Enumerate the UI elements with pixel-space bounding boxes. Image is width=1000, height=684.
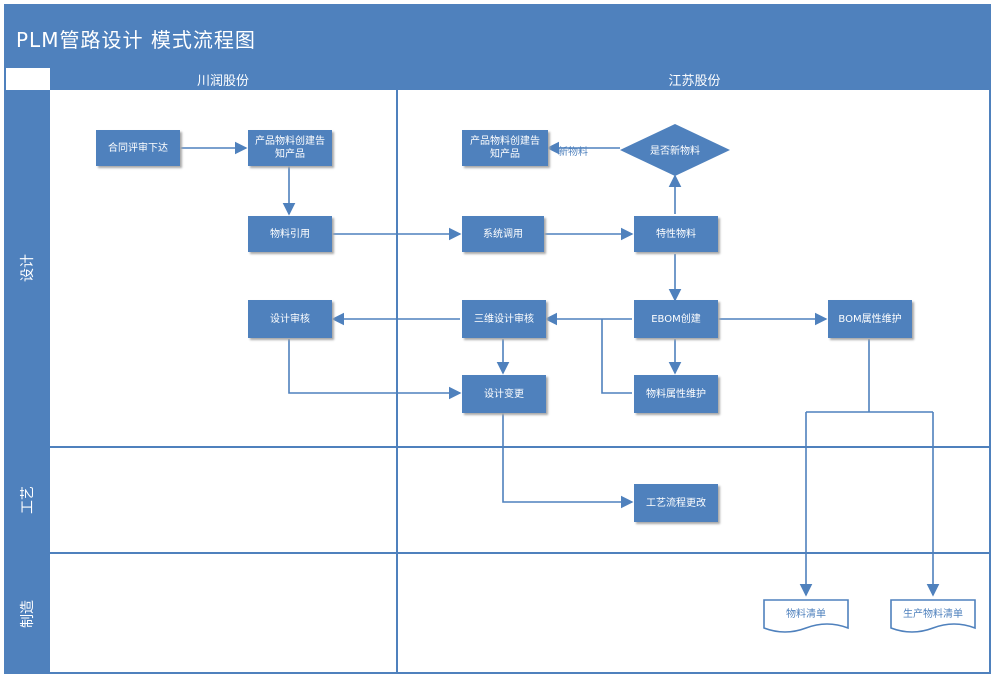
node-special-material: 特性物料 <box>634 216 718 252</box>
column-header-1: 川润股份 <box>50 68 396 90</box>
node-process-change: 工艺流程更改 <box>634 484 718 522</box>
node-3d-design-review: 三维设计审核 <box>462 300 546 338</box>
diagram-frame <box>4 4 991 674</box>
node-system-call: 系统调用 <box>462 216 544 252</box>
edge-n11-back <box>601 319 632 394</box>
node-material-attribute: 物料属性维护 <box>634 375 718 413</box>
column-divider <box>396 68 398 674</box>
lane-divider-1 <box>4 446 991 448</box>
node-material-create-2: 产品物料创建告知产品 <box>462 130 548 166</box>
decision-label: 是否新物料 <box>650 144 700 157</box>
edge-label-new-material: 新物料 <box>558 147 588 158</box>
diagram-title: PLM管路设计 模式流程图 <box>16 28 256 52</box>
document-n14 <box>763 599 849 633</box>
node-ebom-create: EBOM创建 <box>634 300 718 338</box>
document-n15 <box>890 599 976 633</box>
column-header-2-label: 江苏股份 <box>668 73 721 89</box>
node-bom-attribute: BOM属性维护 <box>828 300 912 338</box>
column-header-1-label: 川润股份 <box>196 73 249 89</box>
lane-header-process: 工艺 <box>4 448 50 552</box>
column-header-2: 江苏股份 <box>398 68 991 90</box>
title-bar: PLM管路设计 模式流程图 <box>4 4 991 68</box>
document-label-production-list: 生产物料清单 <box>903 609 963 620</box>
lane-header-design: 设计 <box>4 90 50 446</box>
edge-n7-n8 <box>288 339 462 400</box>
edge-n8-n12 <box>502 413 634 509</box>
decision-diamond <box>620 124 730 176</box>
node-material-reference: 物料引用 <box>248 216 332 252</box>
node-product-material-create: 产品物料创建告知产品 <box>248 130 332 166</box>
lane-header-manufacturing: 制造 <box>4 554 50 674</box>
document-label-material-list: 物料清单 <box>786 609 826 620</box>
lane-divider-2 <box>4 552 991 554</box>
node-design-review: 设计审核 <box>248 300 332 338</box>
node-contract-review: 合同评审下达 <box>96 130 180 166</box>
node-design-change: 设计变更 <box>462 375 546 413</box>
